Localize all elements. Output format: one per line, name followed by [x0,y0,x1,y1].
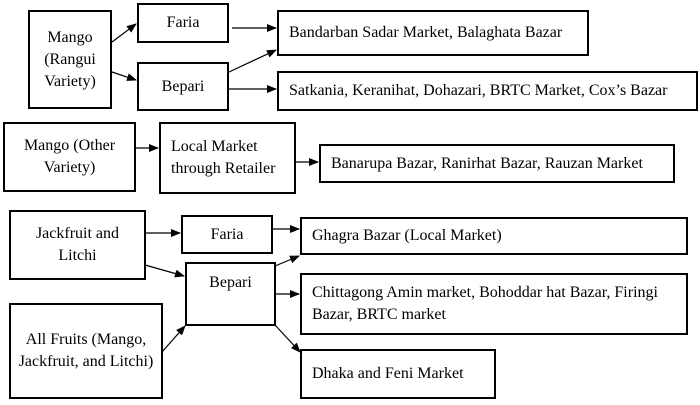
node-faria-2: Faria [181,215,273,254]
arrow-bepari-to-bandarban [228,49,277,73]
arrow-bepari-to-dhaka-feni [274,324,301,353]
node-bandarban-markets: Bandarban Sadar Market, Balaghata Bazar [277,10,589,56]
node-bepari-1: Bepari [137,62,229,111]
node-jackfruit-litchi: Jackfruit and Litchi [9,210,146,280]
node-label: Banarupa Bazar, Ranirhat Bazar, Rauzan M… [331,154,643,172]
node-mango-other-variety: Mango (Other Variety) [3,122,136,192]
node-faria-1: Faria [137,3,229,43]
arrow-mango-rangui-to-faria [111,23,137,43]
node-label: Bandarban Sadar Market, Balaghata Bazar [289,24,563,41]
arrow-mango-rangui-to-bepari [111,71,137,81]
node-label: Bepari [209,274,252,291]
node-dhaka-feni-market: Dhaka and Feni Market [300,349,496,399]
node-label: Mango (Other Variety) [23,137,116,176]
node-banarupa-markets: Banarupa Bazar, Ranirhat Bazar, Rauzan M… [319,144,675,183]
node-label: Satkania, Keranihat, Dohazari, BRTC Mark… [289,82,668,99]
node-ghagra-bazar: Ghagra Bazar (Local Market) [300,217,688,255]
arrow-jackfruit-to-bepari [144,264,185,278]
arrow-all-fruits-to-bepari [161,325,186,353]
node-satkania-markets: Satkania, Keranihat, Dohazari, BRTC Mark… [277,71,698,111]
node-label: Bepari [161,77,205,95]
node-label: Local Market through Retailer [171,138,276,177]
node-label: Mango (Rangui Variety) [44,28,96,90]
node-chittagong-markets: Chittagong Amin market, Bohoddar hat Baz… [300,273,688,335]
node-label: Ghagra Bazar (Local Market) [312,227,502,244]
node-mango-rangui-variety: Mango (Rangui Variety) [28,10,112,109]
node-label: All Fruits (Mango, Jackfruit, and Litchi… [18,331,154,370]
node-label: Chittagong Amin market, Bohoddar hat Baz… [312,284,658,323]
node-label: Faria [166,14,200,31]
node-label: Dhaka and Feni Market [312,365,464,382]
node-label: Jackfruit and Litchi [35,225,120,264]
node-local-market-retailer: Local Market through Retailer [159,122,296,194]
node-label: Faria [210,225,244,243]
node-all-fruits: All Fruits (Mango, Jackfruit, and Litchi… [9,303,163,399]
node-bepari-2: Bepari [185,262,276,326]
arrow-bepari-to-ghagra [274,255,300,267]
